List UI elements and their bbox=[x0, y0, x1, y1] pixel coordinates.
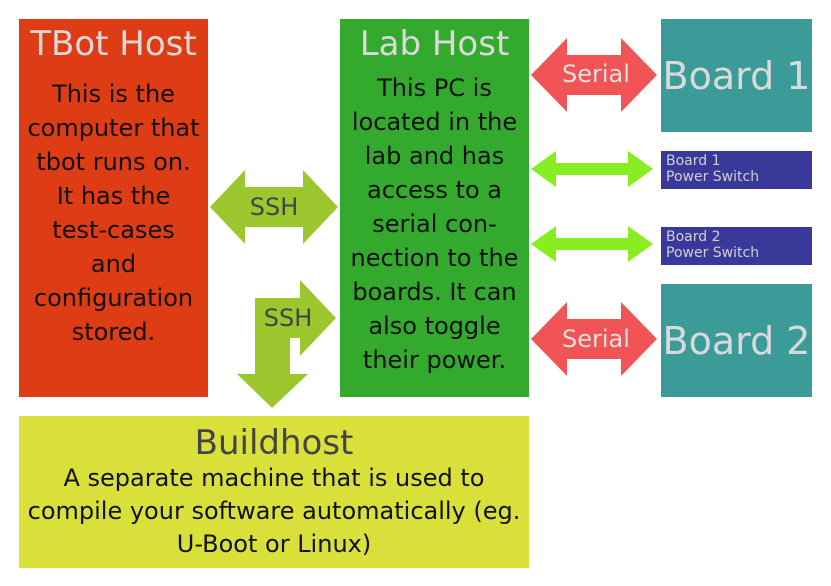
board1-power-switch-box: Board 1 Power Switch bbox=[661, 151, 812, 189]
power-arrow-switch2 bbox=[531, 226, 653, 262]
serial-label-board1: Serial bbox=[562, 60, 630, 88]
board2-power-switch-box: Board 2 Power Switch bbox=[661, 227, 812, 265]
power-arrow-switch1 bbox=[531, 151, 653, 187]
buildhost-box: Buildhost A separate machine that is use… bbox=[19, 416, 529, 568]
serial-label-board2: Serial bbox=[562, 325, 630, 353]
lab-host-description: This PC is located in the lab and has ac… bbox=[350, 74, 519, 374]
tbot-host-description: This is the computer that tbot runs on. … bbox=[27, 80, 200, 346]
board2-box: Board 2 bbox=[661, 284, 812, 397]
ssh-arrow-lab-buildhost bbox=[237, 280, 336, 408]
board2-label: Board 2 bbox=[662, 318, 811, 363]
board1-box: Board 1 bbox=[661, 19, 812, 132]
tbot-host-box: TBot Host This is the computer that tbot… bbox=[19, 19, 208, 397]
board1-power-switch-line1: Board 1 bbox=[666, 153, 721, 169]
board1-label: Board 1 bbox=[662, 53, 811, 98]
buildhost-title: Buildhost bbox=[194, 423, 354, 463]
lab-host-title: Lab Host bbox=[359, 24, 510, 64]
board2-power-switch-line2: Power Switch bbox=[666, 245, 760, 261]
serial-arrow-board2 bbox=[531, 302, 657, 376]
ssh-label-buildhost: SSH bbox=[263, 304, 313, 332]
serial-arrow-board1 bbox=[531, 38, 657, 112]
board2-power-switch-line1: Board 2 bbox=[666, 229, 721, 245]
lab-host-box: Lab Host This PC is located in the lab a… bbox=[340, 19, 529, 397]
ssh-arrow-tbot-lab bbox=[210, 170, 338, 244]
buildhost-description: A separate machine that is used to compi… bbox=[27, 464, 521, 558]
tbot-host-title: TBot Host bbox=[30, 24, 197, 64]
ssh-label-tbot-lab: SSH bbox=[249, 193, 299, 221]
board1-power-switch-line2: Power Switch bbox=[666, 169, 760, 185]
